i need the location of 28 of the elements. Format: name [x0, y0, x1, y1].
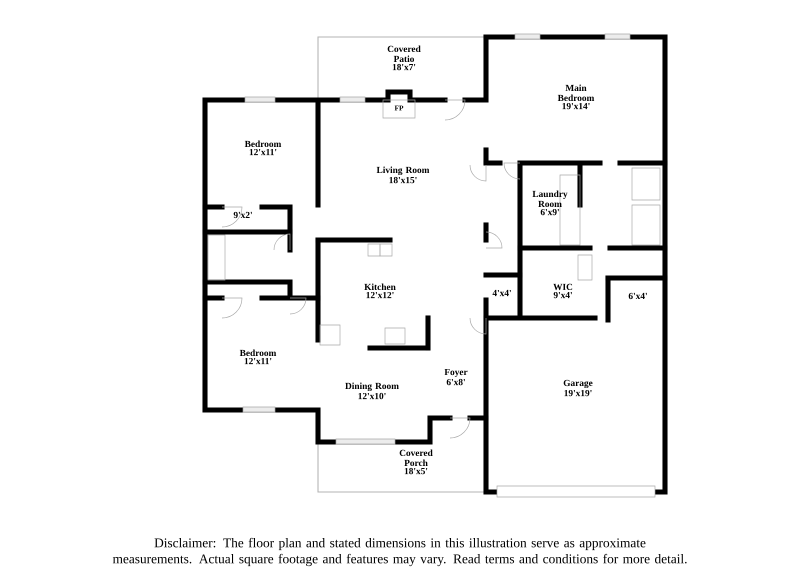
dimension-label: 18'x5': [404, 468, 428, 474]
dimension-label: 6'x8': [446, 378, 465, 386]
dimension-label: 4'x4': [492, 290, 511, 296]
room-label: Covered Porch: [400, 450, 433, 466]
dimension-label: 19'x14': [562, 102, 590, 110]
room-label: Kitchen: [364, 284, 396, 290]
dimension-label: 6'x4': [628, 292, 647, 300]
room-label: Bedroom: [240, 350, 276, 356]
dimension-label: 9'x2': [234, 212, 252, 218]
dimension-label: 12'x10': [358, 392, 386, 400]
room-label: Garage: [564, 380, 593, 388]
room-label: Bedroom: [244, 140, 282, 148]
dimension-label: 12'x12': [366, 292, 394, 298]
room-label: Covered Patio: [388, 46, 421, 62]
dimension-label: 18'x15': [390, 176, 417, 184]
dimension-label: 12'x11': [244, 358, 272, 364]
room-label: Laundry Room: [532, 190, 568, 208]
disclaimer-text: Disclaimer: The floor plan and stated dimensions in this illustration serve as approximate measurements. Actual square footage and features may vary. Read terms and conditions for more detail.: [112, 538, 687, 566]
room-label: Main Bedroom: [558, 84, 594, 102]
room-label: Living Room: [376, 166, 430, 176]
dimension-label: 12'x11': [250, 148, 276, 156]
dimension-label: 6'x9': [540, 208, 559, 216]
room-label: WIC: [553, 284, 572, 290]
dimension-label: 9'x4': [554, 292, 572, 298]
room-label: Dining Room: [345, 382, 399, 392]
room-label: Foyer: [444, 368, 468, 378]
dimension-label: 19'x19': [564, 390, 592, 396]
dimension-label: 18'x7': [392, 64, 416, 70]
